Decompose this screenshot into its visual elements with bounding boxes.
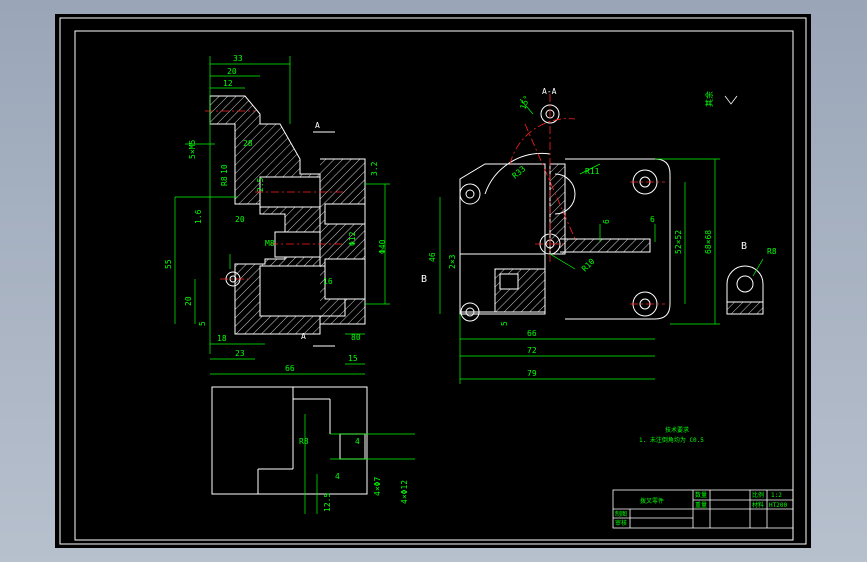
title-material: 材料 [752, 501, 764, 509]
dim-6b: 6 [650, 215, 655, 224]
dim-r8-view-b: R8 [767, 247, 777, 256]
dim-m10: 10 [220, 164, 229, 174]
dim-12-5: 12.5 [323, 493, 332, 512]
dim-phi12: Φ12 [348, 231, 357, 246]
dim-46: 46 [428, 252, 437, 262]
dim-28: 28 [243, 139, 253, 148]
label-section-aa: A-A [542, 87, 557, 96]
dim-66: 66 [285, 364, 295, 373]
middle-dim-lines [439, 98, 720, 384]
dim-6a: 6 [602, 219, 611, 224]
label-view-b-main: B [421, 274, 427, 285]
drawing-sheet: 33 20 12 5×M5 28 10 R8 20 1.6 55 M8 20 5… [55, 14, 811, 548]
cad-drawing: 33 20 12 5×M5 28 10 R8 20 1.6 55 M8 20 5… [59, 17, 807, 545]
left-flange-slot2 [324, 258, 366, 300]
title-part-name: 拨叉零件 [640, 497, 664, 505]
dim-79: 79 [527, 369, 537, 378]
middle-section-view [459, 104, 671, 322]
dim-5b: 5 [500, 321, 509, 326]
dim-20c: 20 [184, 296, 193, 306]
dim-20: 20 [227, 67, 237, 76]
label-view-b: B [741, 241, 747, 252]
dim-5xm5: 5×M5 [188, 140, 197, 159]
title-block [612, 489, 794, 529]
title-designer: 制图 [615, 510, 627, 518]
view-b-detail [726, 265, 764, 315]
tech-requirements-line1: 1. 未注倒角均为 C0.5 [639, 436, 704, 444]
dim-1-6: 1.6 [194, 209, 203, 224]
left-centerlines [205, 110, 345, 280]
title-scale-label: 比例 [752, 491, 764, 499]
dim-33: 33 [233, 54, 243, 63]
left-cavity-2 [274, 231, 321, 258]
dim-80: 80 [351, 333, 361, 342]
title-weight-label: 重量 [695, 501, 707, 509]
dim-m8: M8 [265, 239, 275, 248]
title-drawing-no: HT200 [769, 502, 787, 509]
dim-phi40: Φ40 [378, 239, 387, 254]
dim-4: 4 [335, 472, 340, 481]
dim-18: 18 [217, 334, 227, 343]
dim-r8: R8 [220, 176, 229, 186]
label-section-a-top: A [315, 121, 320, 130]
inner-frame [74, 30, 794, 541]
dim-3-2: 3.2 [370, 161, 379, 176]
middle-centerlines [509, 94, 665, 305]
left-section-view [209, 95, 366, 335]
dim-16: 16 [323, 277, 333, 286]
dim-20b: 20 [235, 215, 245, 224]
dim-23: 23 [235, 349, 245, 358]
dim-66b: 66 [527, 329, 537, 338]
dim-12: 12 [223, 79, 233, 88]
title-checker: 审核 [615, 519, 627, 527]
title-scale-value: 1:2 [771, 492, 782, 499]
dim-2-5: 2.5 [256, 177, 265, 192]
dim-55: 55 [164, 259, 173, 269]
dim-15deg: 15° [518, 94, 531, 111]
left-flange-slot [324, 203, 366, 225]
dim-2x3: 2×3 [448, 254, 457, 269]
dim-r10: R10 [580, 257, 597, 274]
tech-requirements-title: 技术要求 [665, 426, 689, 434]
label-section-a-bottom: A [301, 332, 306, 341]
left-bottom-view [211, 386, 368, 495]
dim-4c: 4 [355, 437, 360, 446]
dim-68x68: 68×68 [704, 230, 713, 254]
outer-frame [59, 17, 807, 545]
dim-r33: R33 [511, 164, 528, 180]
dim-r8-bottom: R8 [299, 437, 309, 446]
dim-52x52: 52×52 [674, 230, 683, 254]
title-material-label: 数量 [695, 491, 707, 499]
dim-72: 72 [527, 346, 537, 355]
surface-roughness-note: 其余 [704, 91, 714, 107]
dim-15: 15 [348, 354, 358, 363]
dim-4xphi7: 4×Φ7 [373, 477, 382, 496]
left-dim-lines [174, 56, 390, 375]
dim-r11: R11 [585, 167, 600, 176]
dim-5: 5 [198, 321, 207, 326]
dim-4xphi12: 4×Φ12 [400, 480, 409, 504]
